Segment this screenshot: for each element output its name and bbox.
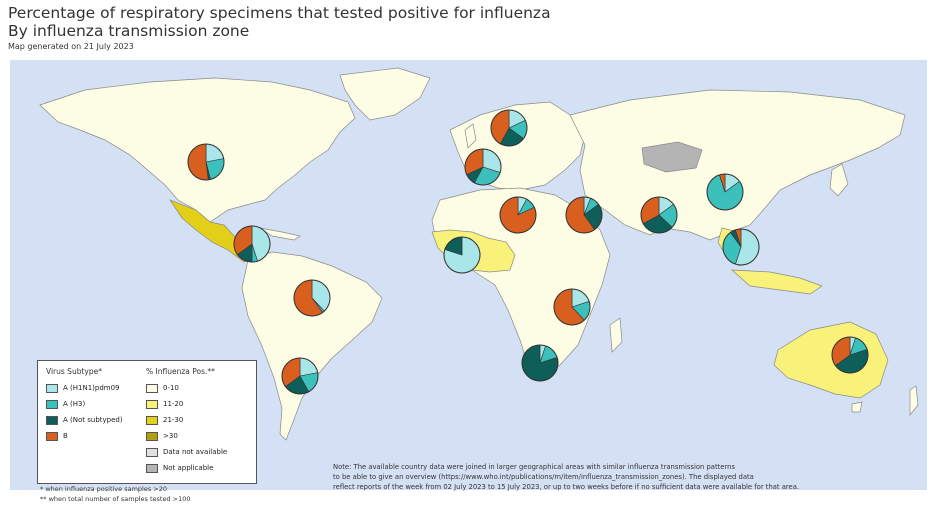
pie-outline <box>490 109 528 147</box>
pie-outline <box>565 196 603 234</box>
legend-swatch-b <box>46 431 58 441</box>
legend-subtype-h1n1: A (H1N1)pdm09 <box>46 383 120 393</box>
zone-pies <box>187 109 869 395</box>
generated-date: Map generated on 21 July 2023 <box>8 42 134 51</box>
legend-subtype-label: B <box>63 432 68 440</box>
legend-pos-label: 21-30 <box>163 416 184 424</box>
madagascar <box>609 317 623 353</box>
legend-pos-label: Data not available <box>163 448 228 456</box>
map-title: Percentage of respiratory specimens that… <box>8 4 551 22</box>
pie-northern-europe <box>490 109 528 147</box>
pie-north-america <box>187 143 225 181</box>
caribbean <box>259 227 301 241</box>
note-line: Note: The available country data were jo… <box>333 463 736 471</box>
legend-pos-11-20: 11-20 <box>146 399 183 409</box>
legend-pos-gt30: >30 <box>146 431 178 441</box>
pie-oceania-melanesia-polynesia <box>831 336 869 374</box>
legend-swatch-h1n1 <box>46 383 58 393</box>
legend-swatch-gt30 <box>146 431 158 441</box>
pie-outline <box>640 196 678 234</box>
legend-swatch-not-applicable <box>146 463 158 473</box>
pie-southern-africa <box>521 344 559 382</box>
se-asia-islands <box>731 269 823 295</box>
note-line: reflect reports of the week from 02 July… <box>333 483 800 491</box>
legend-subtype-h3: A (H3) <box>46 399 85 409</box>
legend-pos-label: Not applicable <box>163 464 214 472</box>
pie-outline <box>293 279 331 317</box>
pie-western-africa <box>443 236 481 274</box>
legend-pos-label: 0-10 <box>163 384 179 392</box>
data-note: Note: The available country data were jo… <box>333 462 923 492</box>
pie-outline <box>464 148 502 186</box>
pie-temperate-south-america <box>281 357 319 395</box>
pie-south-east-asia <box>722 228 760 266</box>
legend-swatch-11-20 <box>146 399 158 409</box>
legend-pos-label: 11-20 <box>163 400 184 408</box>
legend-swatch-21-30 <box>146 415 158 425</box>
pie-outline <box>187 143 225 181</box>
legend-subtype-not-subtyped: A (Not subtyped) <box>46 415 123 425</box>
legend: Virus Subtype* % Influenza Pos.** A (H1N… <box>37 360 257 484</box>
legend-subtype-b: B <box>46 431 68 441</box>
new-zealand <box>909 385 919 416</box>
map-subtitle: By influenza transmission zone <box>8 22 250 40</box>
pie-outline <box>722 228 760 266</box>
pie-tropical-south-america <box>293 279 331 317</box>
pie-outline <box>443 236 481 274</box>
note-line: to be able to give an overview (https://… <box>333 473 754 481</box>
legend-pos-not-applicable: Not applicable <box>146 463 213 473</box>
legend-swatch-not-available <box>146 447 158 457</box>
footnote-positivity: ** when total number of samples tested >… <box>40 495 191 503</box>
greenland <box>339 67 431 121</box>
mongolia <box>641 141 703 173</box>
legend-swatch-not-subtyped <box>46 415 58 425</box>
pie-central-america-and-caribbean <box>233 225 271 263</box>
legend-pos-21-30: 21-30 <box>146 415 183 425</box>
pie-outline <box>499 196 537 234</box>
pie-south-west-europe <box>464 148 502 186</box>
pie-outline <box>521 344 559 382</box>
japan <box>829 163 849 197</box>
legend-pos-title: % Influenza Pos.** <box>146 367 215 376</box>
pie-eastern-asia <box>706 173 744 211</box>
pie-northern-africa <box>499 196 537 234</box>
legend-swatch-h3 <box>46 399 58 409</box>
pie-outline <box>281 357 319 395</box>
footnote-subtype: * when influenza positive samples >20 <box>40 485 168 493</box>
legend-pos-0-10: 0-10 <box>146 383 179 393</box>
pie-outline <box>553 288 591 326</box>
pie-western-asia <box>565 196 603 234</box>
tasmania <box>851 401 863 413</box>
pie-outline <box>831 336 869 374</box>
pie-outline <box>233 225 271 263</box>
legend-subtype-title: Virus Subtype* <box>46 367 102 376</box>
pie-outline <box>706 173 744 211</box>
legend-subtype-label: A (Not subtyped) <box>63 416 123 424</box>
legend-swatch-0-10 <box>146 383 158 393</box>
legend-subtype-label: A (H3) <box>63 400 86 408</box>
pie-eastern-africa <box>553 288 591 326</box>
legend-pos-not-available: Data not available <box>146 447 227 457</box>
uk <box>464 123 477 149</box>
legend-pos-label: >30 <box>163 432 178 440</box>
pie-southern-asia <box>640 196 678 234</box>
legend-subtype-label: A (H1N1)pdm09 <box>63 384 120 392</box>
